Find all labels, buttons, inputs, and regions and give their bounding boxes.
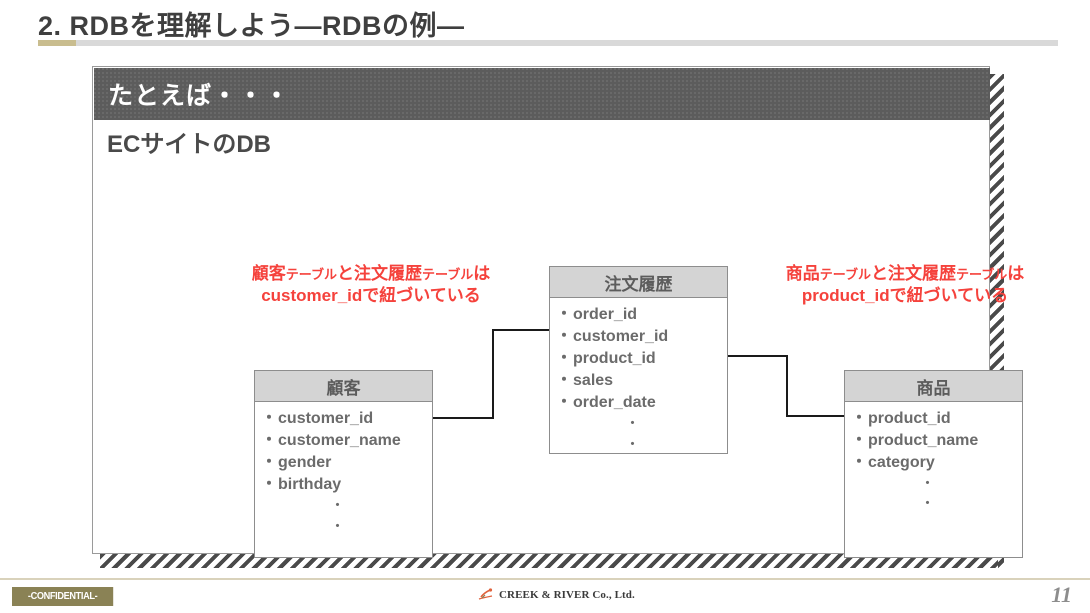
title-rule-accent <box>38 40 76 46</box>
entity-field: ・sales <box>556 370 727 392</box>
connector-customer-order-segment-1 <box>433 417 494 419</box>
bullet-icon: ・ <box>851 432 868 450</box>
entity-field-label: product_id <box>868 410 951 427</box>
connector-customer-order-segment-2 <box>492 329 494 419</box>
page-number: 11 <box>1051 582 1072 607</box>
content-panel: たとえば・・・ ECサイトのDB 顧客テーブルと注文履歴テーブルは custom… <box>92 66 1024 568</box>
annotation-left-table-1: テーブル <box>285 267 337 282</box>
entity-field-label: order_date <box>573 394 656 412</box>
entity-ellipsis: ・ <box>624 435 640 453</box>
entity-field-list-customer: ・customer_id ・customer_name ・gender ・bir… <box>255 402 432 537</box>
annotation-right-conj: と <box>871 264 888 283</box>
entity-field-label: customer_id <box>573 328 669 346</box>
entity-field-label: sales <box>573 372 614 390</box>
entity-title-order-history: 注文履歴 <box>550 267 727 298</box>
entity-field-label: order_id <box>573 306 638 323</box>
entity-field: ・customer_id <box>556 326 727 348</box>
bullet-icon: ・ <box>261 410 278 427</box>
annotation-left-entity-1: 顧客 <box>251 264 286 283</box>
annotation-left-table-2: テーブル <box>422 267 474 282</box>
annotation-right-particle: は <box>1007 264 1025 283</box>
connector-order-product-segment-2 <box>786 355 788 417</box>
bullet-icon: ・ <box>556 394 573 412</box>
entity-ellipsis: ・ <box>329 517 345 535</box>
entity-table-customer: 顧客 ・customer_id ・customer_name ・gender ・… <box>254 370 433 558</box>
entity-field: ・product_name <box>851 430 1022 452</box>
entity-title-product: 商品 <box>845 371 1022 402</box>
annotation-right-line2: product_idで紐づいている <box>801 286 1009 306</box>
bullet-icon: ・ <box>556 306 573 323</box>
annotation-right-entity-1: 商品 <box>785 264 820 283</box>
annotation-left-entity-2: 注文履歴 <box>354 264 422 283</box>
entity-field-list-product: ・product_id ・product_name ・category ・ ・ <box>845 402 1022 515</box>
panel-header-label: たとえば・・・ <box>108 82 291 110</box>
bullet-icon: ・ <box>556 372 573 390</box>
entity-field-label: product_name <box>868 432 979 450</box>
annotation-right-entity-2: 注文履歴 <box>888 264 956 283</box>
title-rule <box>38 40 1058 46</box>
bullet-icon: ・ <box>851 410 868 427</box>
connector-customer-order-segment-3 <box>492 329 550 331</box>
creek-river-logo-icon <box>478 588 494 601</box>
annotation-left-conj: と <box>337 264 354 283</box>
entity-field: ・order_id <box>556 304 727 326</box>
entity-field: ・birthday <box>261 474 432 496</box>
footer-divider <box>0 578 1090 580</box>
panel-subtitle: ECサイトのDB <box>107 131 272 158</box>
panel-body: たとえば・・・ ECサイトのDB 顧客テーブルと注文履歴テーブルは custom… <box>92 66 1024 558</box>
entity-field: ・gender <box>261 452 432 474</box>
annotation-product-order: 商品テーブルと注文履歴テーブルは product_idで紐づいている <box>755 263 1055 307</box>
annotation-right-line1: 商品テーブルと注文履歴テーブルは <box>755 263 1055 285</box>
brand-logo: CREEK & RIVER Co., Ltd. <box>478 588 635 601</box>
bullet-icon: ・ <box>261 454 278 472</box>
entity-field: ・customer_id <box>261 408 432 430</box>
entity-ellipsis: ・ <box>919 475 935 493</box>
brand-name: CREEK & RIVER Co., Ltd. <box>499 588 635 601</box>
entity-field-label: customer_id <box>278 410 374 427</box>
connector-order-product-segment-3 <box>786 415 845 417</box>
connector-order-product-segment-1 <box>728 355 788 357</box>
bullet-icon: ・ <box>851 454 868 472</box>
entity-ellipsis: ・ <box>624 415 640 433</box>
entity-field-label: category <box>868 454 935 472</box>
annotation-right-table-1: テーブル <box>819 267 871 282</box>
page-title: 2. RDBを理解しよう―RDBの例― <box>38 11 465 41</box>
confidential-badge: -CONFIDENTIAL- <box>12 587 114 606</box>
entity-field: ・order_date <box>556 392 727 414</box>
entity-table-product: 商品 ・product_id ・product_name ・category ・… <box>844 370 1023 558</box>
entity-field: ・product_id <box>556 348 727 370</box>
bullet-icon: ・ <box>261 476 278 494</box>
entity-ellipsis: ・ <box>329 497 345 515</box>
entity-field: ・product_id <box>851 408 1022 430</box>
entity-field-label: product_id <box>573 350 656 368</box>
entity-field: ・category <box>851 452 1022 474</box>
entity-field-label: birthday <box>278 476 342 494</box>
annotation-left-line1: 顧客テーブルと注文履歴テーブルは <box>221 263 521 285</box>
entity-field-label: gender <box>278 454 332 472</box>
entity-field-list-order-history: ・order_id ・customer_id ・product_id ・sale… <box>550 298 727 455</box>
entity-field: ・customer_name <box>261 430 432 452</box>
entity-table-order-history: 注文履歴 ・order_id ・customer_id ・product_id … <box>549 266 728 454</box>
annotation-left-particle: は <box>473 264 491 283</box>
bullet-icon: ・ <box>261 432 278 450</box>
entity-field-label: customer_name <box>278 432 401 450</box>
entity-title-customer: 顧客 <box>255 371 432 402</box>
annotation-customer-order: 顧客テーブルと注文履歴テーブルは customer_idで紐づいている <box>221 263 521 307</box>
annotation-right-table-2: テーブル <box>956 267 1008 282</box>
annotation-left-line2: customer_idで紐づいている <box>261 286 481 306</box>
bullet-icon: ・ <box>556 328 573 346</box>
panel-header: たとえば・・・ <box>94 68 990 120</box>
entity-ellipsis: ・ <box>919 495 935 513</box>
bullet-icon: ・ <box>556 350 573 368</box>
